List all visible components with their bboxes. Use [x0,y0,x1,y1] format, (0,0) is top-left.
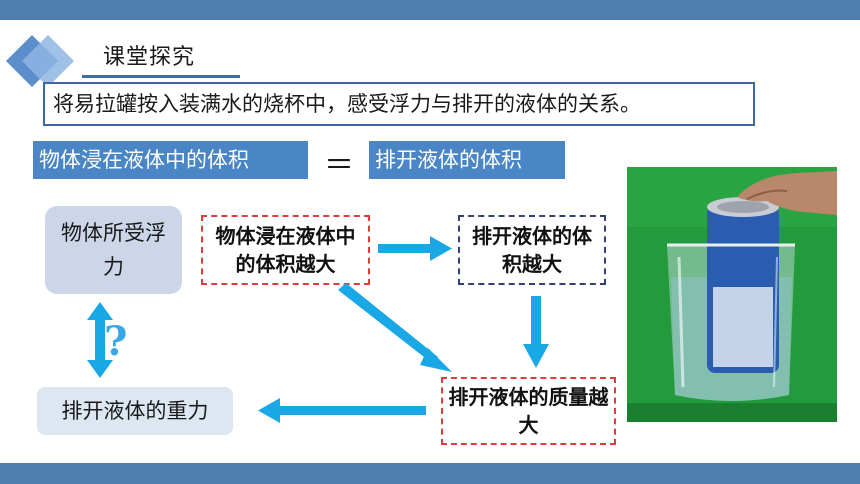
displaced-weight-box: 排开液体的重力 [37,387,233,435]
equals-sign: ＝ [324,148,354,183]
displaced-mass-text: 排开液体的质量越大 [448,385,609,437]
instruction-box: 将易拉罐按入装满水的烧杯中，感受浮力与排开的液体的关系。 [43,82,755,126]
bottom-banner [0,463,860,484]
diamond-icon [4,33,82,89]
arrow-right-icon [378,236,452,261]
buoyancy-text: 物体所受浮力 [61,221,166,279]
immersed-volume-label: 物体浸在液体中的体积 [33,141,308,179]
displaced-volume-text: 排开液体的体积越大 [472,224,592,276]
top-banner [0,0,860,20]
arrow-diagonal-icon [338,283,452,372]
title-underline [82,75,240,78]
displaced-volume-box: 排开液体的体积越大 [458,215,606,285]
arrow-left-icon [258,398,426,423]
arrow-down-icon [523,296,549,368]
can-in-beaker-photo [627,167,837,422]
displaced-mass-box: 排开液体的质量越大 [441,377,616,445]
immersed-volume-text: 物体浸在液体中的体积越大 [215,224,356,276]
immersed-volume-box: 物体浸在液体中的体积越大 [201,215,370,285]
displaced-volume-label: 排开液体的体积 [369,141,565,179]
page-title: 课堂探究 [103,45,196,70]
buoyancy-box: 物体所受浮力 [45,206,182,294]
question-mark-icon: ? [104,318,128,365]
